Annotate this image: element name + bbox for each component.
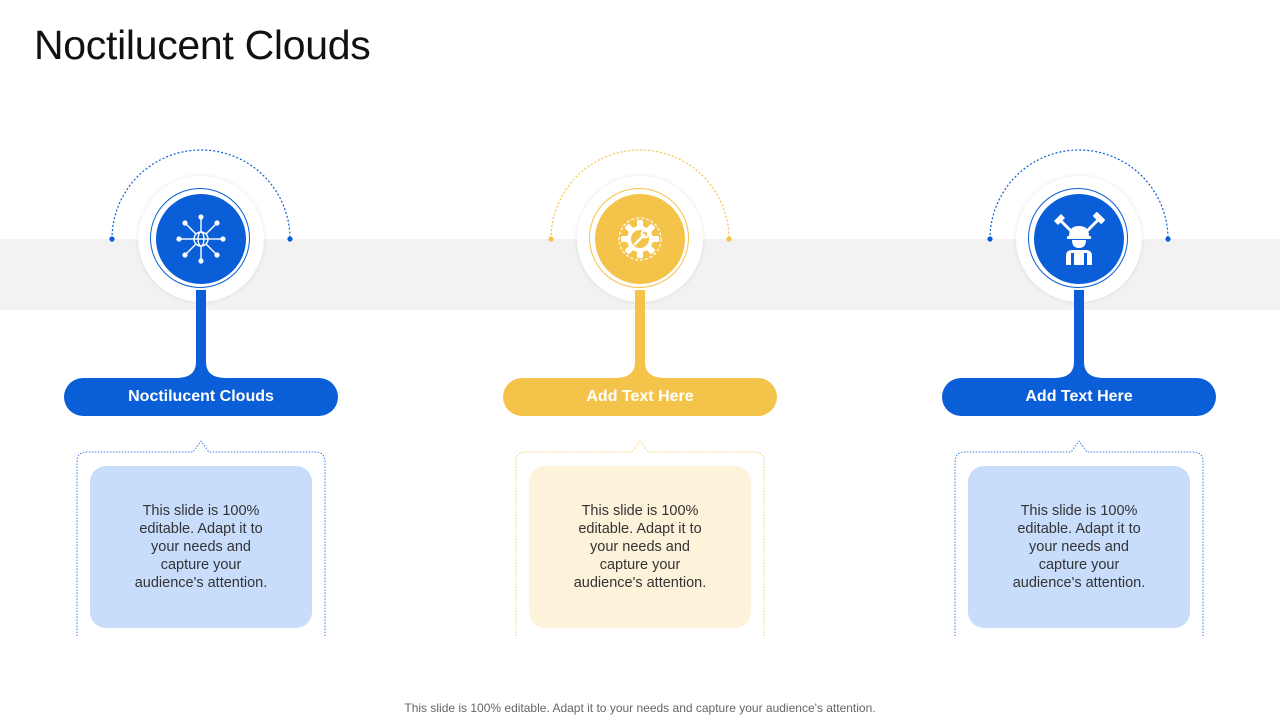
description-text: This slide is 100% editable. Adapt it to… bbox=[573, 503, 707, 591]
icon-ring bbox=[150, 188, 250, 288]
column-2: Add Text Here This slide is 100% editabl… bbox=[503, 0, 777, 720]
icon-ring bbox=[1028, 188, 1128, 288]
label-pill: Add Text Here bbox=[942, 378, 1216, 416]
engineer-tools-icon bbox=[1049, 209, 1109, 269]
description-text: This slide is 100% editable. Adapt it to… bbox=[134, 503, 268, 591]
dotted-arc bbox=[987, 149, 1171, 242]
label-pill: Add Text Here bbox=[503, 378, 777, 416]
page-title: Noctilucent Clouds bbox=[34, 22, 371, 68]
description-text: This slide is 100% editable. Adapt it to… bbox=[1012, 503, 1146, 591]
gear-wrench-icon bbox=[610, 209, 670, 269]
connector-stem bbox=[196, 290, 206, 380]
connector-foot bbox=[615, 362, 665, 378]
connector-foot bbox=[176, 362, 226, 378]
icon-disc bbox=[1034, 194, 1124, 284]
icon-disc bbox=[595, 194, 685, 284]
connector-stem bbox=[1074, 290, 1084, 380]
icon-ring bbox=[589, 188, 689, 288]
icon-disc bbox=[156, 194, 246, 284]
column-3: Add Text Here This slide is 100% editabl… bbox=[942, 0, 1216, 720]
connector-foot bbox=[1054, 362, 1104, 378]
network-globe-icon bbox=[171, 209, 231, 269]
dotted-arc bbox=[109, 149, 293, 242]
card-frame bbox=[76, 440, 326, 636]
card-frame bbox=[954, 440, 1204, 636]
dotted-arc bbox=[548, 149, 732, 242]
description-card: This slide is 100% editable. Adapt it to… bbox=[968, 466, 1190, 628]
label-pill: Noctilucent Clouds bbox=[64, 378, 338, 416]
description-card: This slide is 100% editable. Adapt it to… bbox=[90, 466, 312, 628]
column-1: Noctilucent Clouds This slide is 100% ed… bbox=[64, 0, 338, 720]
card-frame bbox=[515, 440, 765, 636]
connector-stem bbox=[635, 290, 645, 380]
footer-note: This slide is 100% editable. Adapt it to… bbox=[404, 701, 876, 715]
description-card: This slide is 100% editable. Adapt it to… bbox=[529, 466, 751, 628]
